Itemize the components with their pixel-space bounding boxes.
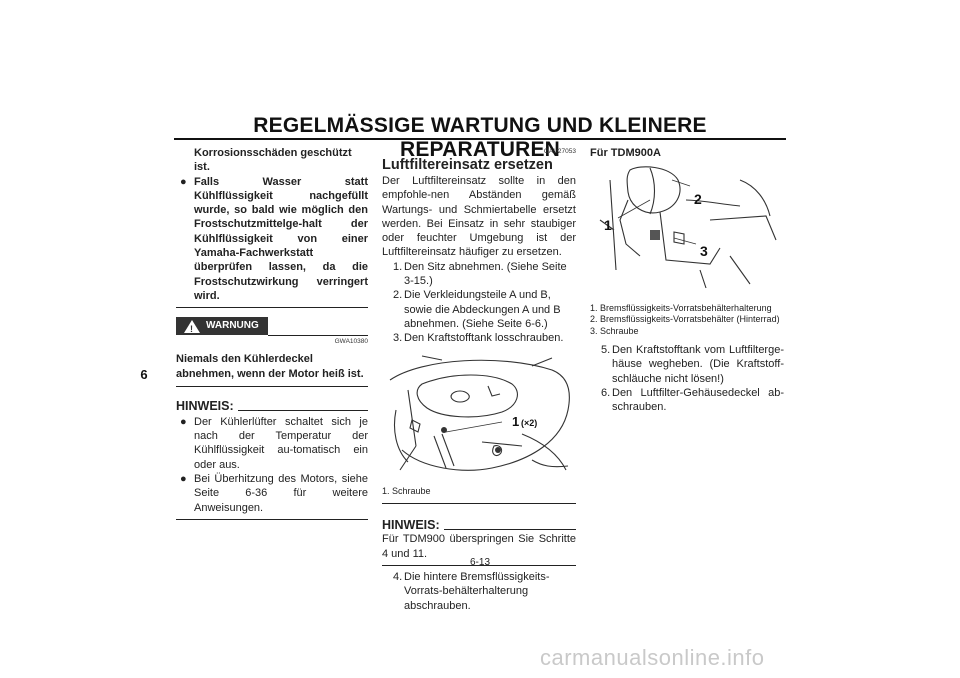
- watermark: carmanualsonline.info: [540, 645, 765, 670]
- hinweis-heading: HINWEIS:: [176, 399, 368, 413]
- hinweis-text: Für TDM900 überspringen Sie Schritte 4 u…: [382, 533, 576, 560]
- figure-callout-multiplier: (×2): [521, 418, 537, 428]
- step-item: 6.Den Luftfilter-Gehäusedeckel ab-schrau…: [601, 386, 784, 414]
- divider: [382, 503, 576, 505]
- step-item: 3.Den Kraftstofftank losschrauben.: [393, 332, 564, 345]
- section-code: GAU27053: [543, 148, 576, 155]
- figure-caption: 1. Schraube: [382, 485, 431, 496]
- step-item: 1.Den Sitz abnehmen. (Siehe Seite 3-15.): [393, 260, 567, 288]
- chapter-tab: 6: [140, 367, 148, 382]
- step-item: 5.Den Kraftstofftank vom Luftfilterge-hä…: [601, 344, 784, 385]
- warning-banner: ! WARNUNG: [176, 314, 368, 338]
- brake-reservoir-illustration: 1 2 3: [590, 160, 784, 291]
- bullet-item: ● Falls Wasser statt Kühlflüssigkeit nac…: [176, 175, 368, 304]
- figure-caption: 1. Bremsflüssigkeits-Vorratsbehälterhalt…: [590, 302, 780, 336]
- step-item: 4.Die hintere Bremsflüssigkeits-Vorrats-…: [393, 570, 550, 612]
- warning-label-box: ! WARNUNG: [176, 317, 268, 336]
- warning-code: GWA10380: [334, 338, 368, 346]
- bullet-icon: ●: [180, 175, 187, 188]
- page-header-title: REGELMÄSSIGE WARTUNG UND KLEINERE REPARA…: [253, 114, 707, 161]
- column-3: Für TDM900A 1 2 3 1. Bremsflüssigkeits-V…: [590, 146, 784, 415]
- hinweis-item: ● Bei Überhitzung des Motors, siehe Seit…: [180, 473, 368, 514]
- warning-text: Niemals den Kühlerdeckel abnehmen, wenn …: [176, 353, 364, 380]
- warning-label: WARNUNG: [206, 320, 259, 332]
- bullet-text: Falls Wasser statt Kühlflüssigkeit nachg…: [194, 175, 368, 302]
- hinweis-heading: HINWEIS:: [382, 518, 576, 532]
- bullet-icon: ●: [180, 415, 187, 428]
- step-item: 2.Die Verkleidungsteile A und B, sowie d…: [393, 289, 561, 330]
- intro-paragraph: Der Luftfiltereinsatz sollte in den empf…: [382, 175, 576, 259]
- figure-callout-1: 1: [512, 414, 519, 429]
- header-rule: [174, 138, 786, 140]
- divider: [176, 385, 368, 387]
- fuel-tank-illustration: 1 (×2): [382, 349, 576, 480]
- hinweis-item: ● Der Kühlerlüfter schaltet sich je nach…: [180, 415, 368, 471]
- divider: [176, 307, 368, 309]
- column-2: GAU27053 Luftfiltereinsatz ersetzen Der …: [382, 146, 576, 613]
- warning-rule: [268, 335, 368, 337]
- column-1: Korrosionsschäden geschützt ist. ● Falls…: [176, 146, 368, 520]
- continued-bold-line: Korrosionsschäden geschützt ist.: [194, 147, 352, 174]
- figure-heading: Für TDM900A: [590, 147, 661, 159]
- divider: [176, 518, 368, 520]
- figure-label-1: 1: [604, 217, 612, 233]
- figure-label-3: 3: [700, 243, 708, 259]
- divider: [382, 564, 576, 566]
- bullet-icon: ●: [180, 473, 187, 486]
- warning-triangle-icon: !: [184, 319, 200, 334]
- section-title: Luftfiltereinsatz ersetzen: [382, 157, 553, 173]
- figure-label-2: 2: [694, 191, 702, 207]
- page-number: 6-13: [469, 557, 490, 568]
